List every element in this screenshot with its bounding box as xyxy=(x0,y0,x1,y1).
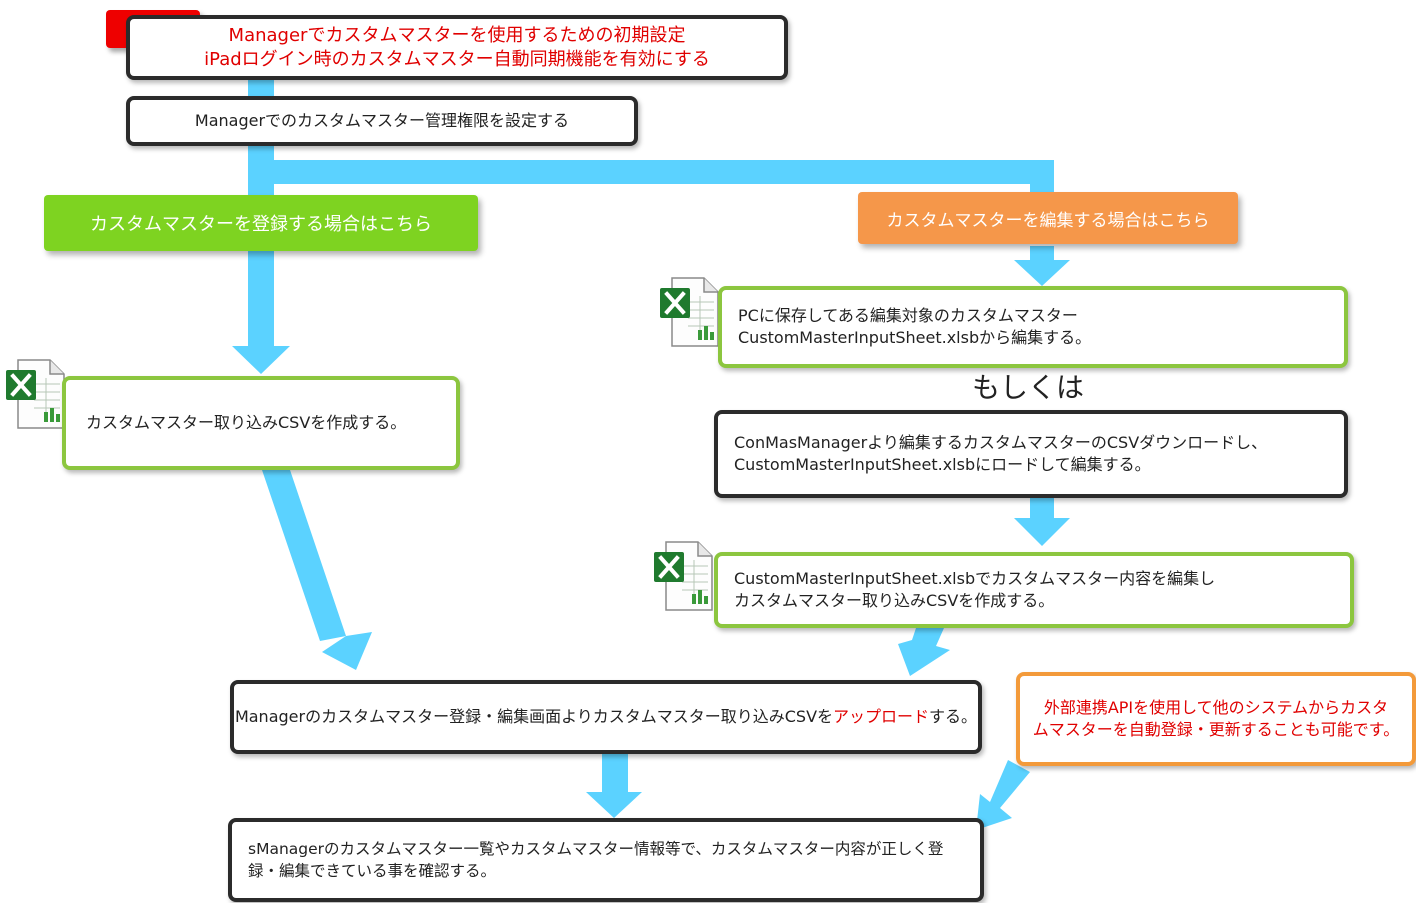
confirm-line-1: sManagerのカスタムマスター一覧やカスタムマスター情報等で、カスタムマスタ… xyxy=(248,840,944,858)
api-line-1: 外部連携APIを使用して他のシステムからカスタ xyxy=(1043,698,1389,717)
upload-text: Managerのカスタムマスター登録・編集画面よりカスタムマスター取り込みCSV… xyxy=(234,706,978,728)
pc-edit-box: PCに保存してある編集対象のカスタムマスター CustomMasterInput… xyxy=(718,286,1348,368)
excel-file-icon xyxy=(660,277,719,347)
arrow-download-to-xlsb xyxy=(1014,497,1070,546)
register-branch-button[interactable]: カスタムマスターを登録する場合はこちら xyxy=(44,195,478,251)
setup-line-1: Managerでカスタムマスターを使用するための初期設定 xyxy=(228,24,686,46)
initial-setup-box: Managerでカスタムマスターを使用するための初期設定 iPadログイン時のカ… xyxy=(126,15,788,80)
csv-download-box: ConMasManagerより編集するカスタムマスターのCSVダウンロードし、 … xyxy=(714,410,1348,498)
pc-edit-line-2: CustomMasterInputSheet.xlsbから編集する。 xyxy=(738,328,1092,347)
upload-box: Managerのカスタムマスター登録・編集画面よりカスタムマスター取り込みCSV… xyxy=(230,680,982,754)
download-line-2: CustomMasterInputSheet.xlsbにロードして編集する。 xyxy=(734,455,1151,474)
upload-text-before: Managerのカスタムマスター登録・編集画面よりカスタムマスター取り込みCSV… xyxy=(234,707,834,726)
xlsb-edit-box: CustomMasterInputSheet.xlsbでカスタムマスター内容を編… xyxy=(714,552,1354,628)
xlsb-edit-line-2: カスタムマスター取り込みCSVを作成する。 xyxy=(734,591,1055,610)
arrow-register-to-csv xyxy=(232,250,290,374)
arrow-xlsb-to-upload xyxy=(898,628,950,676)
excel-file-icon xyxy=(654,541,713,611)
upload-highlight: アップロード xyxy=(833,707,930,726)
permission-box: Managerでのカスタムマスター管理権限を設定する xyxy=(126,96,638,146)
confirm-line-2: 録・編集できている事を確認する。 xyxy=(248,862,497,880)
arrow-csv-to-upload xyxy=(262,464,372,670)
orange-branch-connector xyxy=(1030,160,1054,194)
edit-branch-button[interactable]: カスタムマスターを編集する場合はこちら xyxy=(858,192,1238,244)
download-line-1: ConMasManagerより編集するカスタムマスターのCSVダウンロードし、 xyxy=(734,433,1268,452)
xlsb-edit-line-1: CustomMasterInputSheet.xlsbでカスタムマスター内容を編… xyxy=(734,569,1216,588)
api-line-2: ムマスターを自動登録・更新することも可能です。 xyxy=(1032,720,1400,739)
edit-branch-label: カスタムマスターを編集する場合はこちら xyxy=(886,210,1210,231)
excel-file-icon xyxy=(6,359,65,429)
pc-edit-line-1: PCに保存してある編集対象のカスタムマスター xyxy=(738,306,1078,325)
setup-line-2: iPadログイン時のカスタムマスター自動同期機能を有効にする xyxy=(204,48,710,70)
arrow-api-to-confirm xyxy=(976,760,1030,830)
create-csv-text: カスタムマスター取り込みCSVを作成する。 xyxy=(86,413,407,432)
create-csv-box: カスタムマスター取り込みCSVを作成する。 xyxy=(62,376,460,470)
upload-text-after: する。 xyxy=(929,707,978,726)
arrow-edit-to-pc xyxy=(1014,246,1070,286)
arrow-upload-to-confirm xyxy=(586,754,642,818)
external-api-box: 外部連携APIを使用して他のシステムからカスタ ムマスターを自動登録・更新するこ… xyxy=(1016,672,1416,766)
confirm-box: sManagerのカスタムマスター一覧やカスタムマスター情報等で、カスタムマスタ… xyxy=(228,818,984,902)
branch-connector xyxy=(248,160,1043,184)
permission-text: Managerでのカスタムマスター管理権限を設定する xyxy=(194,111,570,130)
or-label: もしくは xyxy=(971,371,1084,404)
register-branch-label: カスタムマスターを登録する場合はこちら xyxy=(90,214,432,235)
